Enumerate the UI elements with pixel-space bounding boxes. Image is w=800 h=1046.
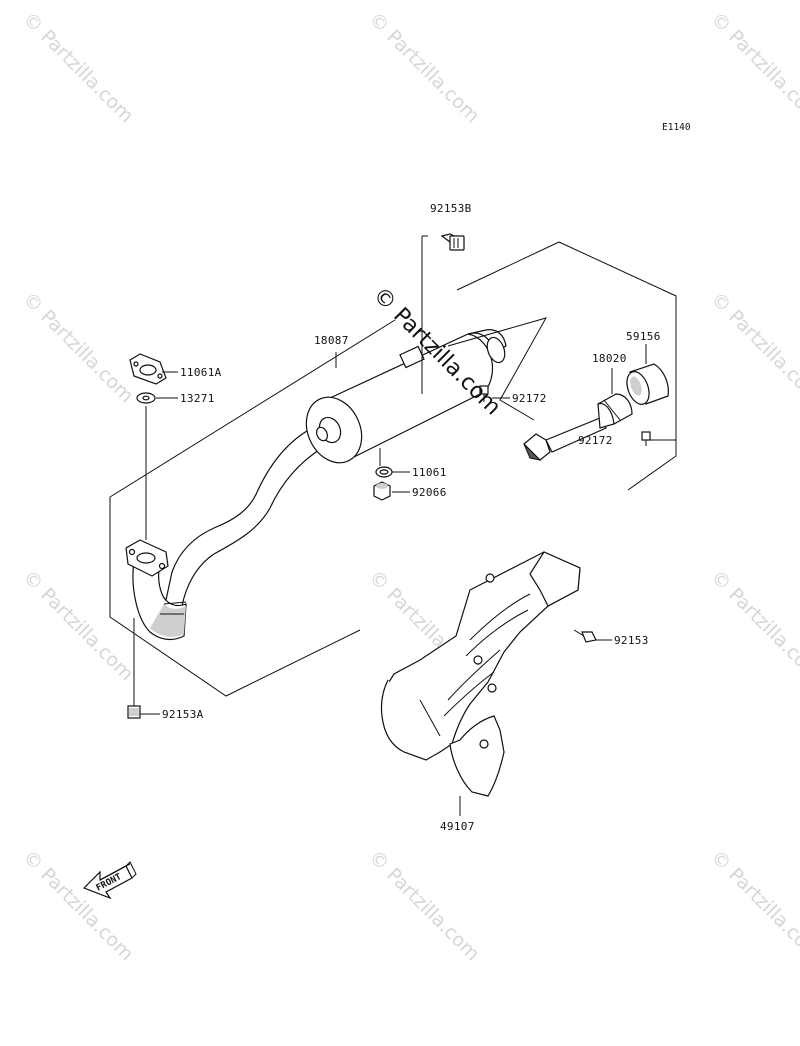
part-number-label[interactable]: 11061	[412, 466, 447, 479]
screw-92172-icon	[641, 431, 651, 446]
watermark-text: © Partzilla.com	[706, 288, 800, 407]
plug-92066-icon	[373, 481, 391, 501]
end-cap	[626, 363, 669, 405]
bolt-92153A-icon	[127, 694, 141, 719]
screw-92172-icon	[479, 385, 489, 402]
part-number-label[interactable]: 18020	[592, 352, 627, 365]
leader-lines	[133, 235, 676, 816]
head-pipe	[132, 427, 323, 641]
part-number-label[interactable]: 49107	[440, 820, 475, 833]
part-labels: 92153B 18087 11061A 13271 92172 59156 18…	[162, 202, 661, 833]
washer-13271-icon	[136, 392, 156, 404]
front-arrow-icon: FRONT	[82, 861, 137, 900]
part-number-label[interactable]: 92172	[578, 434, 613, 447]
part-number-label[interactable]: 92153A	[162, 708, 204, 721]
gasket-11061-icon	[375, 466, 393, 478]
part-number-label[interactable]: 13271	[180, 392, 215, 405]
heat-guard	[380, 551, 581, 797]
gasket-11061A-icon	[129, 353, 167, 385]
spark-arrester-outline	[447, 317, 548, 421]
part-number-label[interactable]: 92066	[412, 486, 447, 499]
part-number-label[interactable]: 59156	[626, 330, 661, 343]
watermark-text: © Partzilla.com	[706, 8, 800, 127]
bolt-92153-icon	[573, 629, 597, 643]
watermark-text: © Partzilla.com	[706, 566, 800, 685]
assembly-outline	[109, 241, 677, 697]
part-number-label[interactable]: 92153	[614, 634, 649, 647]
part-number-label[interactable]: 92172	[512, 392, 547, 405]
part-number-label[interactable]: 11061A	[180, 366, 222, 379]
watermark-text: © Partzilla.com	[18, 566, 137, 685]
part-number-label[interactable]: 18087	[314, 334, 349, 347]
part-number-label[interactable]: 92153B	[430, 202, 472, 215]
muffler-body	[305, 329, 507, 464]
watermark-layer: © Partzilla.com © Partzilla.com © Partzi…	[18, 8, 800, 965]
spark-arrester	[523, 393, 633, 461]
watermark-text: © Partzilla.com	[18, 288, 137, 407]
watermark-text: © Partzilla.com	[18, 846, 137, 965]
watermark-text: © Partzilla.com	[18, 8, 137, 127]
watermark-text: © Partzilla.com	[364, 8, 483, 127]
pipe-flange	[125, 539, 169, 577]
diagram-code: E1140	[662, 122, 691, 133]
bolt-92153B-icon	[440, 233, 465, 251]
watermark-text: © Partzilla.com	[706, 846, 800, 965]
watermark-text: © Partzilla.com	[364, 846, 483, 965]
